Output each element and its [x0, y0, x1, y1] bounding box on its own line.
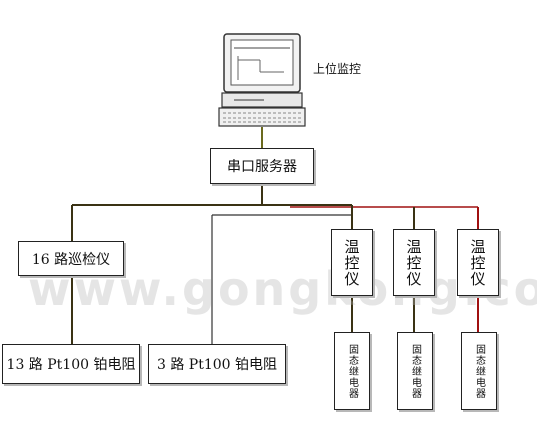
temp-controller-2: 温控仪	[393, 229, 435, 296]
rtd-3-box: 3 路 Pt100 铂电阻	[148, 344, 286, 384]
rtd-3-label: 3 路 Pt100 铂电阻	[156, 357, 278, 373]
ssr-label: 固态继电器	[409, 343, 421, 399]
ssr-1: 固态继电器	[334, 332, 370, 410]
patrol-meter-label: 16 路巡检仪	[31, 251, 111, 268]
patrol-meter-box: 16 路巡检仪	[18, 241, 124, 276]
ssr-3: 固态继电器	[461, 332, 497, 410]
computer-label: 上位监控	[313, 62, 362, 76]
ssr-label: 固态继电器	[473, 343, 485, 399]
temp-controller-label: 温控仪	[342, 238, 361, 287]
rtd-13-label: 13 路 Pt100 铂电阻	[6, 357, 136, 373]
ssr-label: 固态继电器	[346, 343, 358, 399]
temp-controller-label: 温控仪	[404, 238, 423, 287]
temp-controller-3: 温控仪	[457, 229, 499, 296]
rtd-13-box: 13 路 Pt100 铂电阻	[2, 344, 140, 384]
computer-icon	[218, 33, 306, 127]
serial-server-box: 串口服务器	[210, 148, 314, 184]
temp-controller-label: 温控仪	[468, 238, 487, 287]
ssr-2: 固态继电器	[397, 332, 433, 410]
serial-server-label: 串口服务器	[227, 159, 297, 175]
temp-controller-1: 温控仪	[331, 229, 373, 296]
